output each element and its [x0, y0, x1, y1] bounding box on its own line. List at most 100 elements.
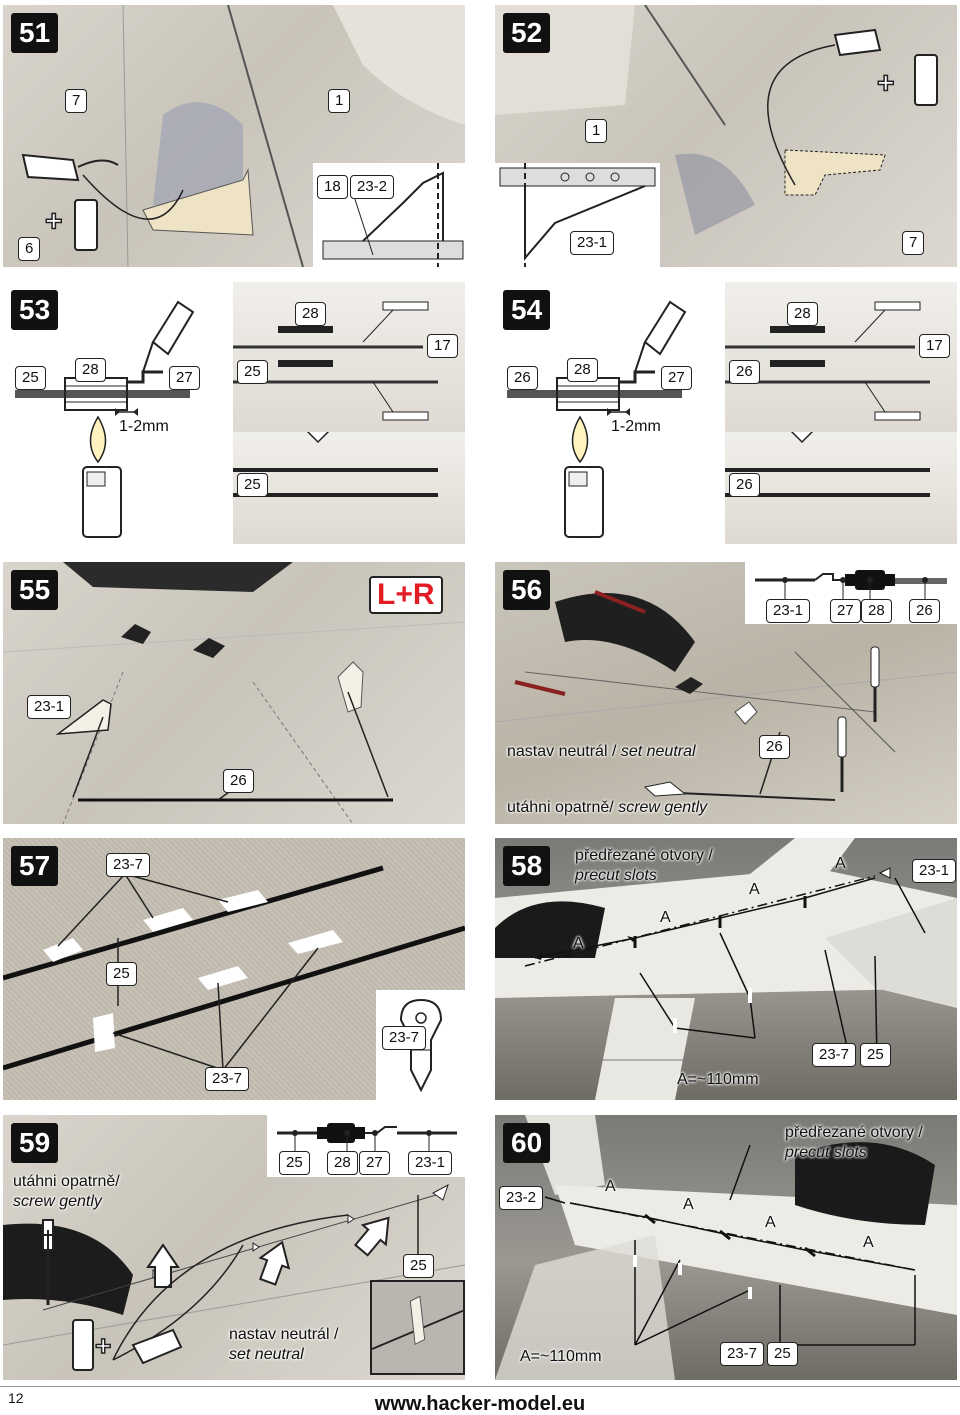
part-label: 27	[169, 366, 200, 390]
part-label: 26	[729, 473, 760, 497]
instruction-precut-slots: předřezané otvory / precut slots	[575, 847, 713, 884]
instruction-screw-gently: utáhni opatrně/ screw gently	[13, 1173, 120, 1210]
distance-label-a: A	[605, 1178, 616, 1195]
part-label: 28	[75, 358, 106, 382]
part-label: 25	[237, 473, 268, 497]
step-60-illustration	[495, 1115, 957, 1380]
part-label: 27	[359, 1151, 390, 1175]
step-51-panel: + 51 7 1 6 18 23-2	[3, 5, 465, 267]
part-label: 23-1	[570, 231, 615, 255]
instruction-screw-gently: utáhni opatrně/ screw gently	[507, 799, 708, 816]
step-55-illustration	[3, 562, 465, 824]
step-number: 53	[11, 290, 59, 330]
part-label: 25	[279, 1151, 310, 1175]
part-label: 25	[15, 366, 46, 390]
part-label: 27	[661, 366, 692, 390]
distance-label-a: A	[573, 935, 584, 952]
step-55-panel: 55 L+R 23-1 26	[3, 562, 465, 824]
distance-label-a: A	[765, 1214, 776, 1231]
part-label: 25	[860, 1043, 891, 1067]
step-number: 56	[503, 570, 551, 610]
part-label: 26	[759, 735, 790, 759]
part-label: 23-1	[27, 695, 72, 719]
step-53-illustration	[15, 300, 195, 538]
part-label: 23-2	[499, 1186, 544, 1210]
part-label: 23-7	[205, 1067, 250, 1091]
step-57-panel: 57 23-7 25 23-7 23-7	[3, 838, 465, 1100]
step-51-illustration: +	[21, 5, 465, 267]
step-59-panel: + 59 25 28 27 23-1 25 utáhni opatrně	[3, 1115, 465, 1380]
photo-parts-top	[725, 282, 957, 432]
part-label: 28	[787, 302, 818, 326]
part-label: 26	[507, 366, 538, 390]
photo-parts-bottom	[725, 432, 957, 544]
part-label: 28	[567, 358, 598, 382]
step-54-panel: 54 26 28 27 26 28 17 26 1-2mm	[495, 282, 957, 544]
svg-text:+: +	[45, 205, 63, 238]
distance-label-a: A	[660, 909, 671, 926]
footer-rule	[0, 1386, 960, 1387]
part-label: 23-7	[382, 1026, 427, 1050]
part-label: 28	[327, 1151, 358, 1175]
pushrod-detail	[277, 1123, 457, 1153]
pushrod-detail	[755, 570, 947, 600]
part-label: 25	[237, 360, 268, 384]
step-number: 55	[11, 570, 59, 610]
distance-label-a: A	[863, 1234, 874, 1251]
part-label: 7	[65, 89, 88, 113]
part-label: 18	[317, 175, 348, 199]
part-label: 23-7	[812, 1043, 857, 1067]
part-label: 17	[427, 334, 458, 358]
part-label: 25	[106, 962, 137, 986]
step-53-panel: 53 25 28 27 25 28 17 25 1-2mm	[3, 282, 465, 544]
part-label: 23-1	[912, 859, 957, 883]
left-right-badge: L+R	[369, 576, 443, 614]
part-label: 17	[919, 334, 950, 358]
part-label: 25	[767, 1342, 798, 1366]
part-label: 23-1	[408, 1151, 453, 1175]
step-52-panel: + 52 1 23-1 7	[495, 5, 957, 267]
part-label: 26	[223, 769, 254, 793]
instruction-set-neutral: nastav neutrál / set neutral	[229, 1326, 339, 1363]
step-58-panel: 58 předřezané otvory / precut slots A A …	[495, 838, 957, 1100]
step-number: 54	[503, 290, 551, 330]
step-number: 51	[11, 13, 59, 53]
distance-label-a: A	[683, 1196, 694, 1213]
photo-parts-bottom	[233, 432, 465, 544]
distance-label-a: A	[835, 855, 846, 872]
gap-measure: 1-2mm	[119, 418, 169, 435]
step-56-illustration	[495, 590, 957, 801]
website-url: www.hacker-model.eu	[374, 1393, 586, 1415]
distance-value: A=~110mm	[677, 1071, 759, 1088]
step-number: 60	[503, 1123, 551, 1163]
part-label: 28	[861, 599, 892, 623]
part-label: 1	[328, 89, 351, 113]
svg-text:+: +	[95, 1330, 111, 1361]
part-label: 23-1	[766, 599, 811, 623]
step-number: 59	[11, 1123, 59, 1163]
step-56-panel: 56 23-1 27 28 26 26 nastav neutrál / set…	[495, 562, 957, 824]
svg-text:+: +	[877, 67, 895, 100]
part-label: 28	[295, 302, 326, 326]
instruction-set-neutral: nastav neutrál / set neutral	[507, 743, 696, 760]
detail-drawing	[322, 163, 464, 267]
page-number: 12	[8, 1390, 24, 1406]
step-number: 52	[503, 13, 551, 53]
step-number: 58	[503, 846, 551, 886]
closeup-inset	[370, 1280, 465, 1375]
part-label: 1	[585, 119, 608, 143]
gap-measure: 1-2mm	[611, 418, 661, 435]
instruction-precut-slots: předřezané otvory / precut slots	[785, 1124, 923, 1161]
detail-drawing	[499, 163, 656, 267]
part-label: 6	[18, 237, 41, 261]
part-label: 23-2	[350, 175, 395, 199]
distance-value: A=~110mm	[520, 1348, 602, 1365]
part-label: 25	[403, 1254, 434, 1278]
distance-label-a: A	[749, 881, 760, 898]
step-number: 57	[11, 846, 59, 886]
part-label: 27	[830, 599, 861, 623]
part-label: 23-7	[720, 1342, 765, 1366]
part-label: 23-7	[106, 853, 151, 877]
step-60-panel: 60 předřezané otvory / precut slots 23-2…	[495, 1115, 957, 1380]
step-58-illustration	[495, 838, 957, 1100]
